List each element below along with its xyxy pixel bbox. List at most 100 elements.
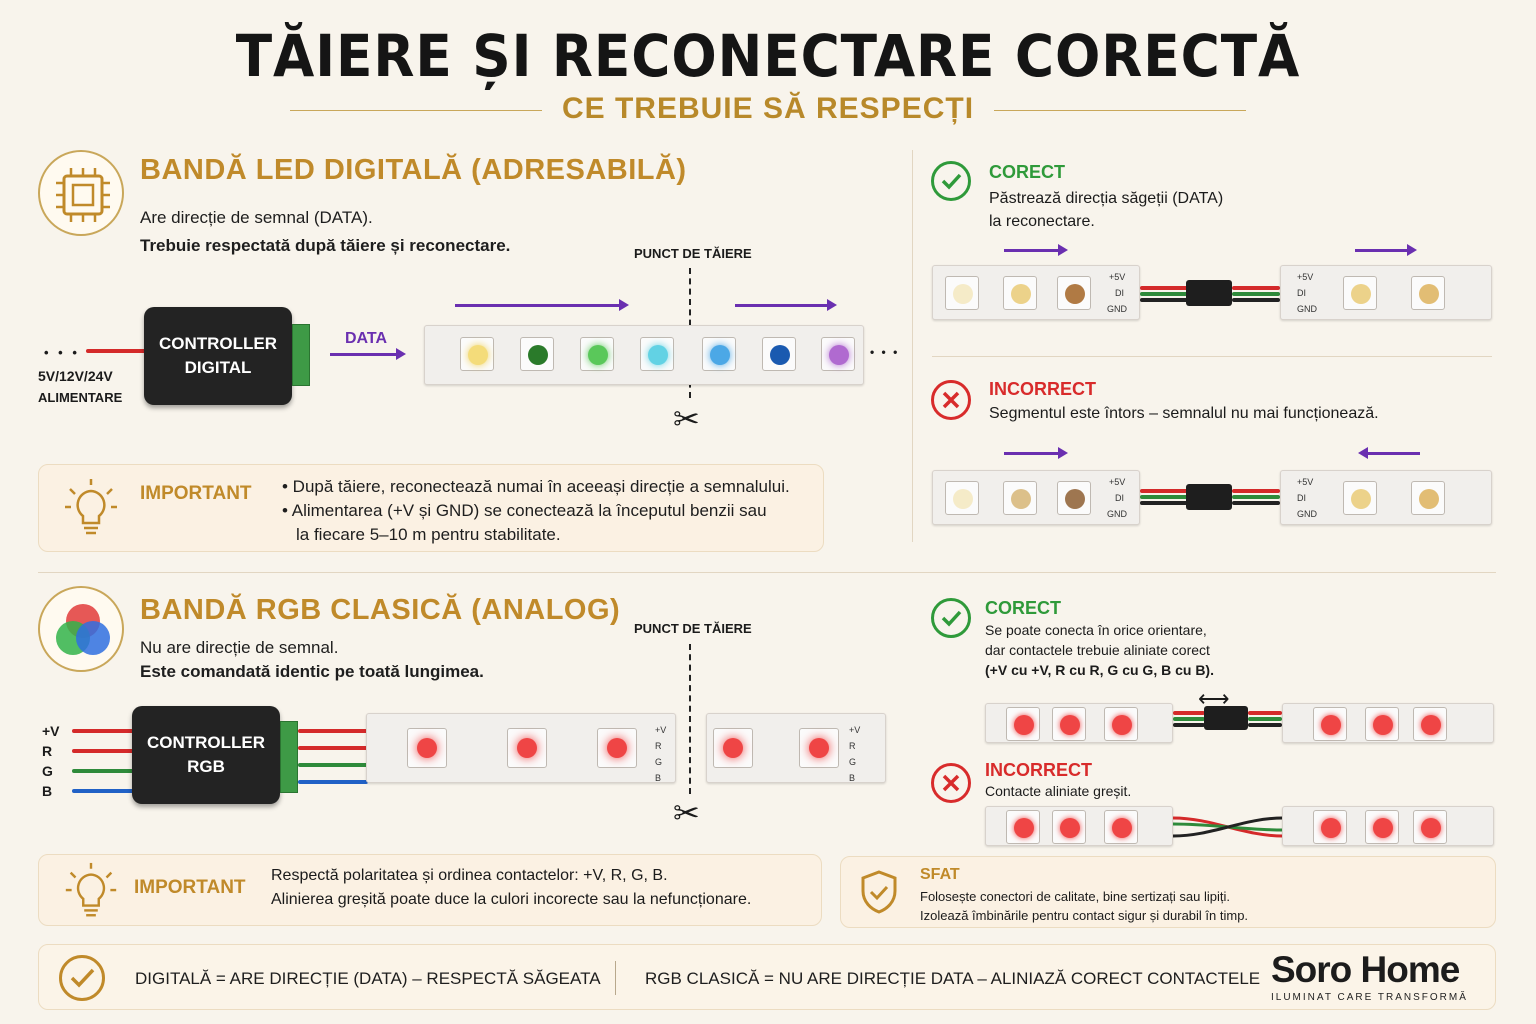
crossed-wires: [1173, 816, 1283, 838]
rgb-desc-1: Nu are direcție de semnal.: [140, 638, 339, 657]
rgb-strip-segment: [1282, 806, 1494, 846]
power-wire: [86, 349, 146, 353]
divider: [932, 356, 1492, 357]
wire-red: [1232, 286, 1280, 290]
rgb-incorrect-1: Contacte aliniate greșit.: [985, 783, 1132, 799]
wire-green: [72, 769, 134, 773]
digital-correct-title: CORECT: [989, 162, 1065, 182]
pad-label: R: [655, 741, 662, 751]
digital-section-title: BANDĂ LED DIGITALĂ (ADRESABILĂ): [140, 154, 687, 186]
important-text-1: Respectă polaritatea și ordinea contacte…: [271, 867, 668, 884]
lightbulb-icon: [65, 479, 117, 535]
wire-green: [1173, 717, 1205, 721]
pad-label: +V: [849, 725, 861, 735]
digital-important-box: IMPORTANT • După tăiere, reconectează nu…: [38, 464, 824, 552]
rgb-correct-3: (+V cu +V, R cu R, G cu G, B cu B).: [985, 662, 1214, 678]
rgb-correct-title: CORECT: [985, 598, 1061, 618]
wire-label: R: [42, 743, 53, 759]
wire-label: B: [42, 783, 53, 799]
important-text-2: Alinierea greșită poate duce la culori i…: [271, 891, 752, 908]
wire-red: [298, 746, 368, 750]
footer-rgb-summary: RGB CLASICĂ = NU ARE DIRECȚIE DATA – ALI…: [645, 969, 1261, 988]
wire-black: [1140, 298, 1188, 302]
wire-red: [1248, 711, 1282, 715]
shield-check-icon: [861, 870, 897, 914]
pad-label: G: [849, 757, 857, 767]
digital-strip: [424, 325, 864, 385]
tip-line-2: Izolează îmbinările pentru contact sigur…: [920, 908, 1249, 923]
digital-controller: CONTROLLER DIGITAL: [144, 307, 292, 405]
direction-arrow: [455, 299, 629, 311]
rgb-strip-segment: [985, 703, 1173, 743]
rgb-strip: +V R G B: [706, 713, 886, 783]
cut-point-label: PUNCT DE TĂIERE: [634, 621, 752, 636]
data-label: DATA: [345, 330, 388, 347]
tip-title: SFAT: [920, 866, 960, 883]
wire-black: [1232, 298, 1280, 302]
wire-green: [298, 763, 368, 767]
page-subtitle: CE TREBUIE SĂ RESPECȚI: [561, 92, 975, 125]
divider: [912, 150, 913, 542]
rgb-important-box: IMPORTANT Respectă polaritatea și ordine…: [38, 854, 822, 926]
rgb-correct-1: Se poate conecta în orice orientare,: [985, 622, 1207, 638]
connector: [1186, 280, 1232, 306]
pad-label: DI: [1115, 493, 1124, 503]
digital-strip-segment: +5V DI GND: [1280, 470, 1492, 525]
wire-green: [1232, 292, 1280, 296]
rgb-strip: +V R G B: [366, 713, 676, 783]
wire-blue: [72, 789, 134, 793]
pad-label: GND: [1297, 509, 1317, 519]
pad-label: +V: [655, 725, 667, 735]
direction-arrow: [735, 299, 837, 311]
pad-label: DI: [1115, 288, 1124, 298]
wire-black: [1232, 501, 1280, 505]
cut-point-label: PUNCT DE TĂIERE: [634, 246, 752, 261]
controller-label: CONTROLLER: [146, 733, 266, 752]
wire-plus: [72, 729, 134, 733]
wire-red: [72, 749, 134, 753]
tip-line-1: Folosește conectori de calitate, bine se…: [920, 889, 1230, 904]
check-icon: [59, 955, 105, 1001]
supply-label: ALIMENTARE: [38, 390, 123, 405]
scissors-icon: ✂: [673, 401, 700, 437]
scissors-icon: ✂: [673, 795, 700, 831]
divider: [290, 110, 542, 111]
wire-green: [1140, 495, 1188, 499]
page-title: TĂIERE ȘI RECONECTARE CORECTĂ: [235, 22, 1301, 90]
controller-label: CONTROLLER: [158, 334, 278, 353]
footer-digital-summary: DIGITALĂ = ARE DIRECȚIE (DATA) – RESPECT…: [135, 969, 601, 988]
chip-icon: [38, 150, 124, 236]
rgb-desc-2: Este comandată identic pe toată lungimea…: [140, 662, 484, 681]
wire-black: [1140, 501, 1188, 505]
digital-strip-segment: +5V DI GND: [1280, 265, 1492, 320]
digital-correct-2: la reconectare.: [989, 213, 1095, 230]
pad-label: +5V: [1109, 477, 1126, 487]
brand-tagline: ILUMINAT CARE TRANSFORMĂ: [1271, 992, 1468, 1003]
rgb-controller: CONTROLLER RGB: [132, 706, 280, 804]
digital-correct-1: Păstrează direcția săgeții (DATA): [989, 190, 1224, 207]
check-icon: [931, 161, 971, 201]
controller-terminal: [292, 324, 310, 386]
important-label: IMPORTANT: [134, 877, 246, 898]
wire-red: [1140, 286, 1188, 290]
pad-label: +5V: [1297, 477, 1314, 487]
direction-arrow: [1004, 244, 1068, 256]
pad-label: B: [655, 773, 662, 783]
wire-green: [1140, 292, 1188, 296]
strip-continues-dots: • • •: [870, 345, 900, 359]
wire-label: G: [42, 763, 53, 779]
connector: [1204, 706, 1248, 730]
pad-label: DI: [1297, 493, 1306, 503]
digital-incorrect-title: INCORRECT: [989, 379, 1096, 399]
wire-label: +V: [42, 723, 60, 739]
data-arrow: [330, 348, 406, 360]
connector: [1186, 484, 1232, 510]
rgb-strip-segment: [1282, 703, 1494, 743]
brand-logo: Soro Home: [1271, 949, 1460, 990]
divider: [38, 572, 1496, 573]
wire-black: [1173, 723, 1205, 727]
supply-dots: • • •: [44, 345, 80, 360]
divider: [615, 961, 616, 995]
reversed-arrow: [1358, 447, 1420, 459]
controller-terminal: [280, 721, 298, 793]
